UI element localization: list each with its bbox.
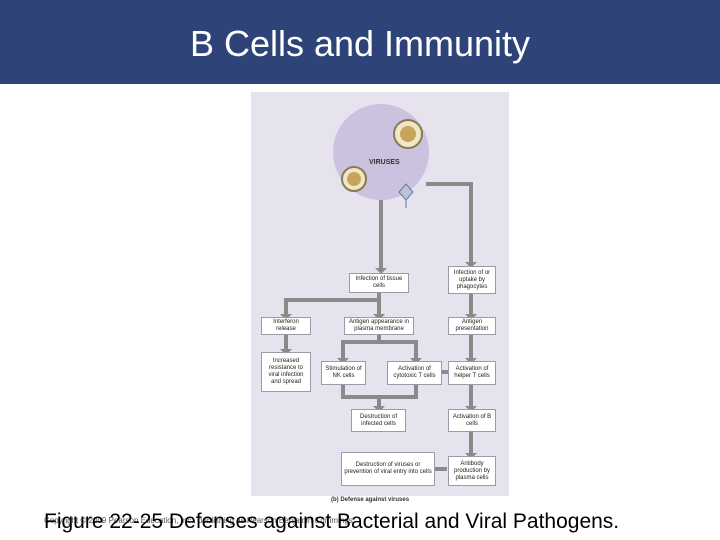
figure-arrows [280, 104, 477, 475]
box-helper: Activation of helper T cells [448, 361, 496, 385]
box-cytotoxic: Activation of cytotoxic T cells [387, 361, 442, 385]
box-nk-cells: Stimulation of NK cells [321, 361, 366, 385]
title-bar [0, 0, 720, 84]
figure-caption: (b) Defense against viruses [331, 497, 410, 503]
box-antigen-appearance: Antigen appearance in plasma membrane [344, 317, 414, 335]
box-infection-tissue: Infection of tissue cells [349, 273, 409, 293]
box-interferon: Interferon release [261, 317, 311, 335]
box-antigen-presentation: Antigen presentation [448, 317, 496, 335]
slide-title: B Cells and Immunity [189, 23, 531, 64]
viruses-label: VIRUSES [369, 159, 400, 166]
virus-defense-figure: VIRUSES Infection of tissue cells Infect… [251, 92, 509, 503]
box-increased-resistance: Increased resistance to viral infection … [261, 352, 311, 392]
virus-icon-1 [393, 119, 423, 149]
box-antibody: Antibody production by plasma cells [448, 456, 496, 486]
box-destruction-infected: Destruction of infected cells [351, 409, 406, 432]
slide-caption: Figure 22-25 Defenses against Bacterial … [44, 510, 620, 533]
box-destruction-viruses: Destruction of viruses or prevention of … [341, 452, 435, 486]
copyright-notice: Copyright © 2009 Pearson Education, Inc.… [44, 516, 353, 525]
virus-icon-3 [398, 183, 414, 208]
virus-icon-2 [341, 166, 367, 192]
box-infection-phagocytes: Infection of or uptake by phagocytes [448, 266, 496, 294]
box-b-cells: Activation of B cells [448, 409, 496, 432]
